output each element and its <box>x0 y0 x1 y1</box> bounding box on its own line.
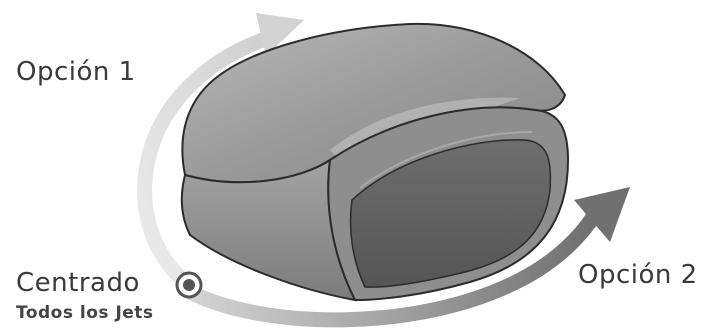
arrow-option-2 <box>186 187 630 328</box>
arrow-option-1 <box>137 13 304 286</box>
all-jets-sublabel: Todos los Jets <box>16 303 154 323</box>
option-2-label: Opción 2 <box>578 260 698 290</box>
option-1-label: Opción 1 <box>16 57 136 87</box>
centered-label: Centrado <box>16 268 140 298</box>
cushion-illustration <box>180 22 570 302</box>
centered-marker-icon <box>175 271 203 299</box>
